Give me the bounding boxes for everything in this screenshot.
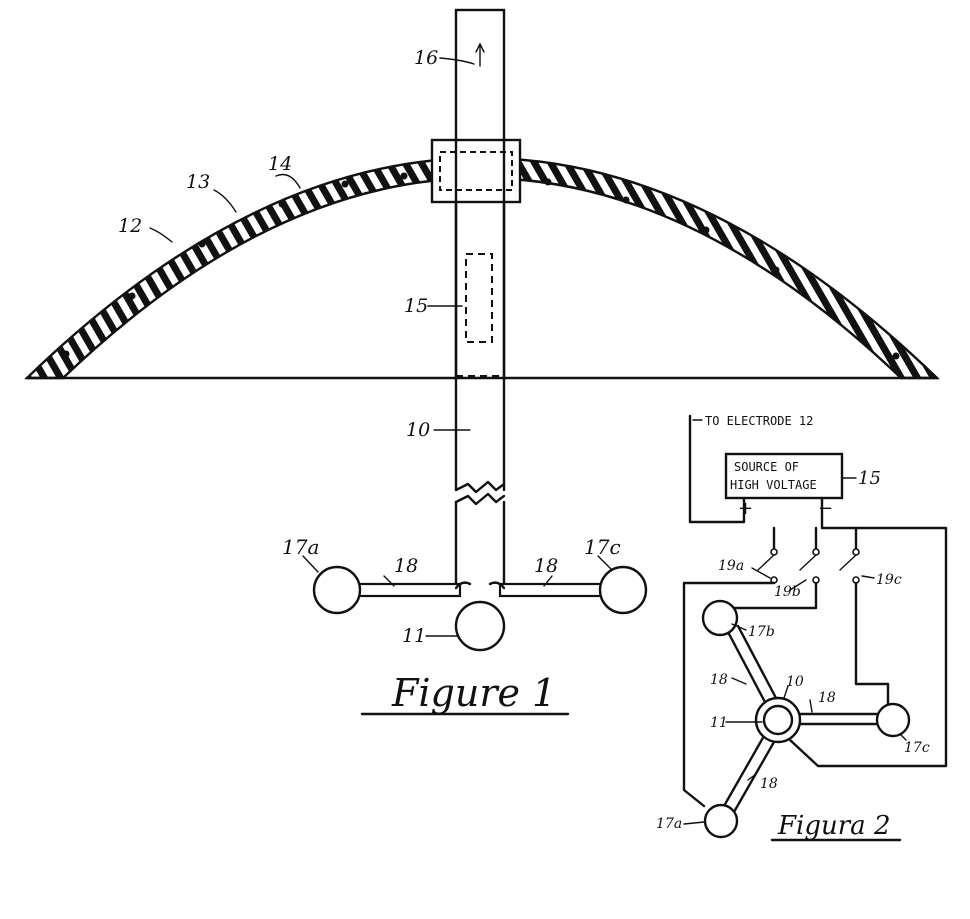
switch-19a [757, 548, 778, 584]
label-17c: 17c [584, 535, 621, 559]
arm-left-18 [356, 582, 462, 598]
switch-19b [799, 548, 820, 584]
mast-top [454, 8, 506, 156]
label-11: 11 [402, 625, 426, 647]
label-17a: 17a [282, 535, 319, 559]
figure-1-caption: Figure 1 [391, 671, 556, 715]
figure-2: TO ELECTRODE 12 SOURCE OF HIGH VOLTAGE 1… [656, 414, 948, 842]
label-18-a: 18 [760, 776, 778, 792]
wire-to-17b [724, 581, 818, 614]
sphere-11 [454, 600, 506, 652]
fig2-leader-lines [683, 567, 907, 825]
wire-to-electrode [688, 414, 746, 524]
label-17b: 17b [748, 624, 775, 640]
mast-collar [430, 138, 522, 204]
electrode-note: TO ELECTRODE 12 [705, 414, 813, 428]
fig1-leader-lines [149, 57, 613, 637]
arm-right-18 [498, 582, 604, 598]
label-15: 15 [404, 295, 428, 317]
label-17a-fig2: 17a [656, 816, 682, 832]
mast-inner-fill [457, 186, 503, 376]
shaft-break [454, 480, 506, 494]
center-11 [762, 704, 794, 736]
label-13: 13 [186, 171, 210, 193]
sphere-17a-fig2 [703, 803, 739, 839]
sphere-17a [312, 565, 362, 615]
fig2-arms [722, 624, 880, 814]
label-14: 14 [268, 153, 292, 175]
label-18-right: 18 [534, 555, 558, 577]
sphere-17c-fig2 [875, 702, 911, 738]
minus-terminal: − [818, 498, 833, 519]
label-18-c: 18 [818, 690, 836, 706]
figure-1: 16 12 13 14 15 10 17a 17c 18 18 11 Figur… [24, 8, 940, 716]
label-19b: 19b [774, 584, 801, 600]
internal-source-box [465, 253, 493, 343]
source-box [724, 452, 844, 500]
label-18-left: 18 [394, 555, 418, 577]
source-box-line2: HIGH VOLTAGE [730, 478, 817, 492]
label-17c-fig2: 17c [904, 740, 930, 756]
switch-19c [839, 548, 860, 584]
figure-2-caption: Figura 2 [777, 811, 890, 841]
label-10-fig2: 10 [786, 674, 804, 690]
wire-to-17a [682, 581, 776, 808]
sphere-17c [598, 565, 648, 615]
label-19a: 19a [718, 558, 744, 574]
label-11-fig2: 11 [710, 715, 728, 731]
negative-bus [788, 496, 948, 768]
wire-to-17c [854, 581, 890, 710]
dome-conductor-dots [62, 172, 900, 360]
source-box-line1: SOURCE OF [734, 460, 799, 474]
label-12: 12 [118, 215, 142, 237]
label-18-b: 18 [710, 672, 728, 688]
sphere-17b [701, 599, 739, 637]
plus-terminal: + [738, 498, 753, 519]
label-15-fig2: 15 [858, 468, 881, 489]
label-19c: 19c [876, 572, 902, 588]
label-10: 10 [406, 419, 430, 441]
label-16: 16 [414, 47, 438, 69]
